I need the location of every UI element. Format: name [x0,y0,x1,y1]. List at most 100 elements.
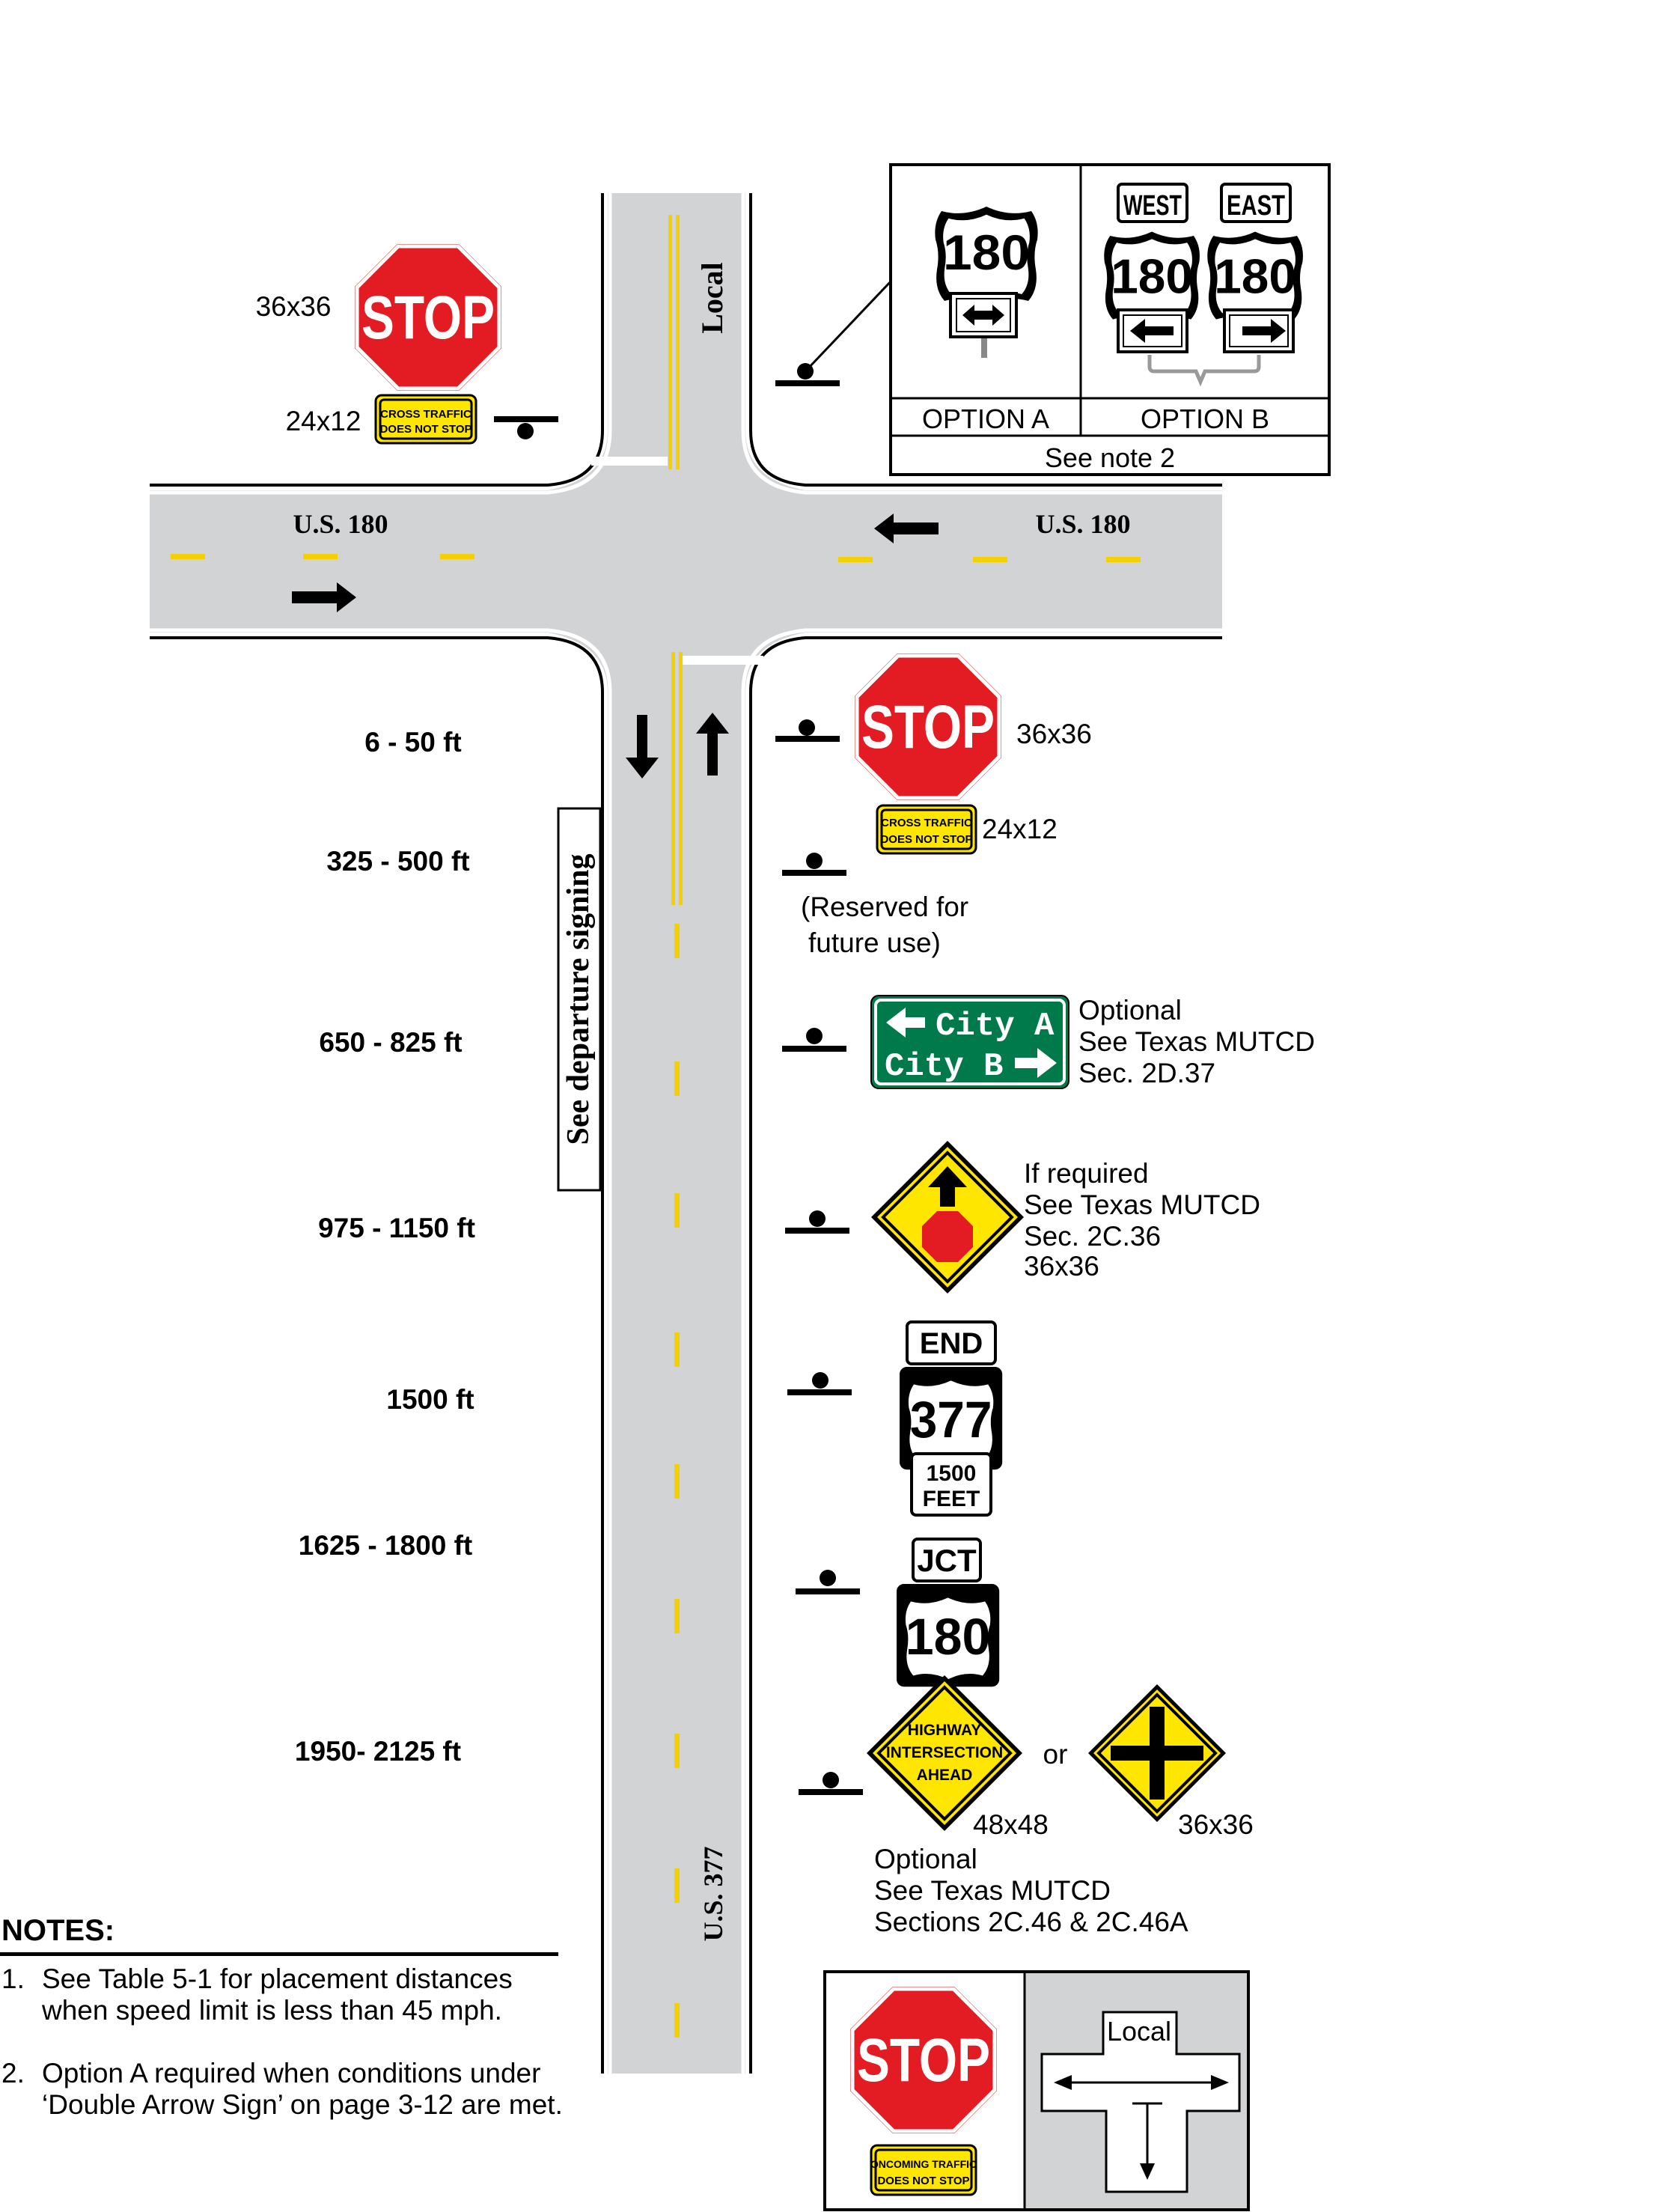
option-a-shield-number: 180 [943,225,1030,280]
post-marker-d3 [782,1028,846,1052]
post-marker-d7 [799,1772,863,1795]
stop-sign-top: STOP [352,241,504,394]
or-text: or [1043,1739,1068,1770]
distance-label-6: 1625 - 1800 ft [299,1530,472,1561]
destination-guide-sign: City A City B [870,995,1069,1089]
distance-label-3: 650 - 825 ft [319,1027,462,1058]
departure-signing-label: See departure signing [561,854,596,1145]
top-stop-size: 36x36 [256,291,332,322]
cross-traffic-plaque-d1: CROSS TRAFFIC DOES NOT STOP [876,804,977,855]
guide-note-line2: See Texas MUTCD [1078,1026,1315,1057]
us-377-shield-number: 377 [910,1391,992,1448]
stop-ahead-warning-sign [871,1141,1024,1294]
west-plaque: WEST [1117,183,1188,223]
distance-label-4: 975 - 1150 ft [318,1213,475,1243]
oncoming-plaque-line1: ONCOMING TRAFFIC [870,2158,977,2170]
notes-section: NOTES: 1. See Table 5-1 for placement di… [0,1914,563,2120]
legend-local-label: Local [1107,2016,1171,2047]
guide-note-line3: Sec. 2D.37 [1078,1058,1215,1088]
hia-note-line1: Optional [874,1844,977,1874]
legend-box: STOP ONCOMING TRAFFIC DOES NOT STOP Loca… [823,1970,1250,2211]
post-marker-top-left [494,416,558,439]
cross-traffic-plaque-top: CROSS TRAFFIC DOES NOT STOP [374,394,477,445]
departure-signing-box: See departure signing [557,807,602,1192]
guide-sign-line1: City A [936,1008,1055,1045]
note-1-line1: See Table 5-1 for placement distances [42,1963,513,1994]
option-b-label: OPTION B [1141,403,1269,434]
us-180-shield: 180 [897,1584,1000,1687]
distance-label-7: 1950- 2125 ft [295,1736,461,1767]
road-label-us180-right: U.S. 180 [1035,509,1130,539]
note-1-number: 1. [1,1963,25,1994]
stopahead-note-line1: If required [1024,1158,1149,1189]
post-marker-d4 [785,1210,849,1234]
distance-labels: 6 - 50 ft 325 - 500 ft 650 - 825 ft 975 … [295,727,475,1767]
option-b-shield-left: 180 [1104,231,1200,324]
sign-post-markers [494,363,863,1795]
reserved-line1: (Reserved for [801,892,968,922]
hia-line3: AHEAD [917,1767,973,1784]
double-arrow-sign [949,292,1018,338]
option-a-shield: 180 [935,207,1038,305]
distance-plaque: 1500 FEET [910,1452,992,1517]
guide-note-line1: Optional [1078,995,1182,1026]
distance-plaque-line1: 1500 [927,1461,977,1486]
cross-size: 36x36 [1178,1809,1254,1840]
oncoming-plaque-line2: DOES NOT STOP [877,2175,969,2187]
distance-label-1: 6 - 50 ft [364,727,462,758]
stopahead-note-line4: 36x36 [1024,1251,1099,1282]
stop-sign-d1-text: STOP [861,693,995,761]
end-plaque-text: END [920,1327,983,1360]
notes-title: NOTES: [1,1914,115,1947]
cross-road-warning-sign [1088,1684,1226,1822]
plaque-d1-line2: DOES NOT STOP [880,833,972,846]
note-2-line2: ‘Double Arrow Sign’ on page 3-12 are met… [42,2089,563,2120]
hia-note-line3: Sections 2C.46 & 2C.46A [874,1907,1188,1937]
stop-d1-size: 36x36 [1016,719,1092,749]
us-377-shield: 377 [900,1367,1003,1470]
reserved-line2: future use) [808,927,941,958]
stopahead-note-line3: Sec. 2C.36 [1024,1221,1161,1252]
option-b-shield-right-number: 180 [1214,249,1296,303]
end-plaque: END [906,1320,997,1365]
stop-sign-top-text: STOP [361,284,495,352]
option-b-shield-left-number: 180 [1111,249,1193,303]
plaque-top-line1: CROSS TRAFFIC [380,408,472,421]
right-arrow-plaque [1223,308,1295,353]
hia-size: 48x48 [973,1809,1049,1840]
plaque-d1-line1: CROSS TRAFFIC [881,817,972,829]
distance-label-5: 1500 ft [386,1384,474,1415]
option-note-label: See note 2 [1045,442,1175,473]
route-options-box: 180 WEST EAST 180 180 [889,163,1331,476]
lane-arrows [292,514,939,779]
stop-sign-d1: STOP [852,651,1004,803]
guide-sign-line2: City B [885,1048,1003,1085]
stopahead-note-line2: See Texas MUTCD [1024,1189,1260,1220]
hia-line1: HIGHWAY [908,1722,981,1739]
us-180-shield-number: 180 [906,1608,991,1666]
distance-label-2: 325 - 500 ft [326,846,469,877]
note-1-line2: when speed limit is less than 45 mph. [41,1995,502,2026]
t-intersection-pictograph: Local [1040,2011,1241,2193]
post-marker-top-right [775,363,840,386]
road-label-us180-left: U.S. 180 [293,509,388,539]
distance-plaque-line2: FEET [923,1487,980,1511]
road-label-us377: U.S. 377 [698,1846,728,1941]
option-a-label: OPTION A [922,403,1049,434]
west-plaque-text: WEST [1123,190,1182,222]
legend-stop-sign-text: STOP [857,2026,990,2094]
note-2-number: 2. [1,2058,25,2088]
road-network [150,193,1222,2074]
note-2-line1: Option A required when conditions under [42,2058,540,2088]
plaque-d1-size: 24x12 [982,814,1058,844]
option-b-shield-right: 180 [1207,231,1303,324]
jct-plaque-text: JCT [917,1543,977,1578]
highway-intersection-ahead-sign: HIGHWAY INTERSECTION AHEAD [867,1675,1022,1831]
hia-line2: INTERSECTION [886,1744,1003,1761]
plaque-top-line2: DOES NOT STOP [379,423,472,436]
post-marker-d2 [782,853,846,876]
east-plaque-text: EAST [1227,190,1285,222]
post-marker-d1 [775,719,840,742]
legend-stop-sign: STOP [847,1984,1000,2136]
